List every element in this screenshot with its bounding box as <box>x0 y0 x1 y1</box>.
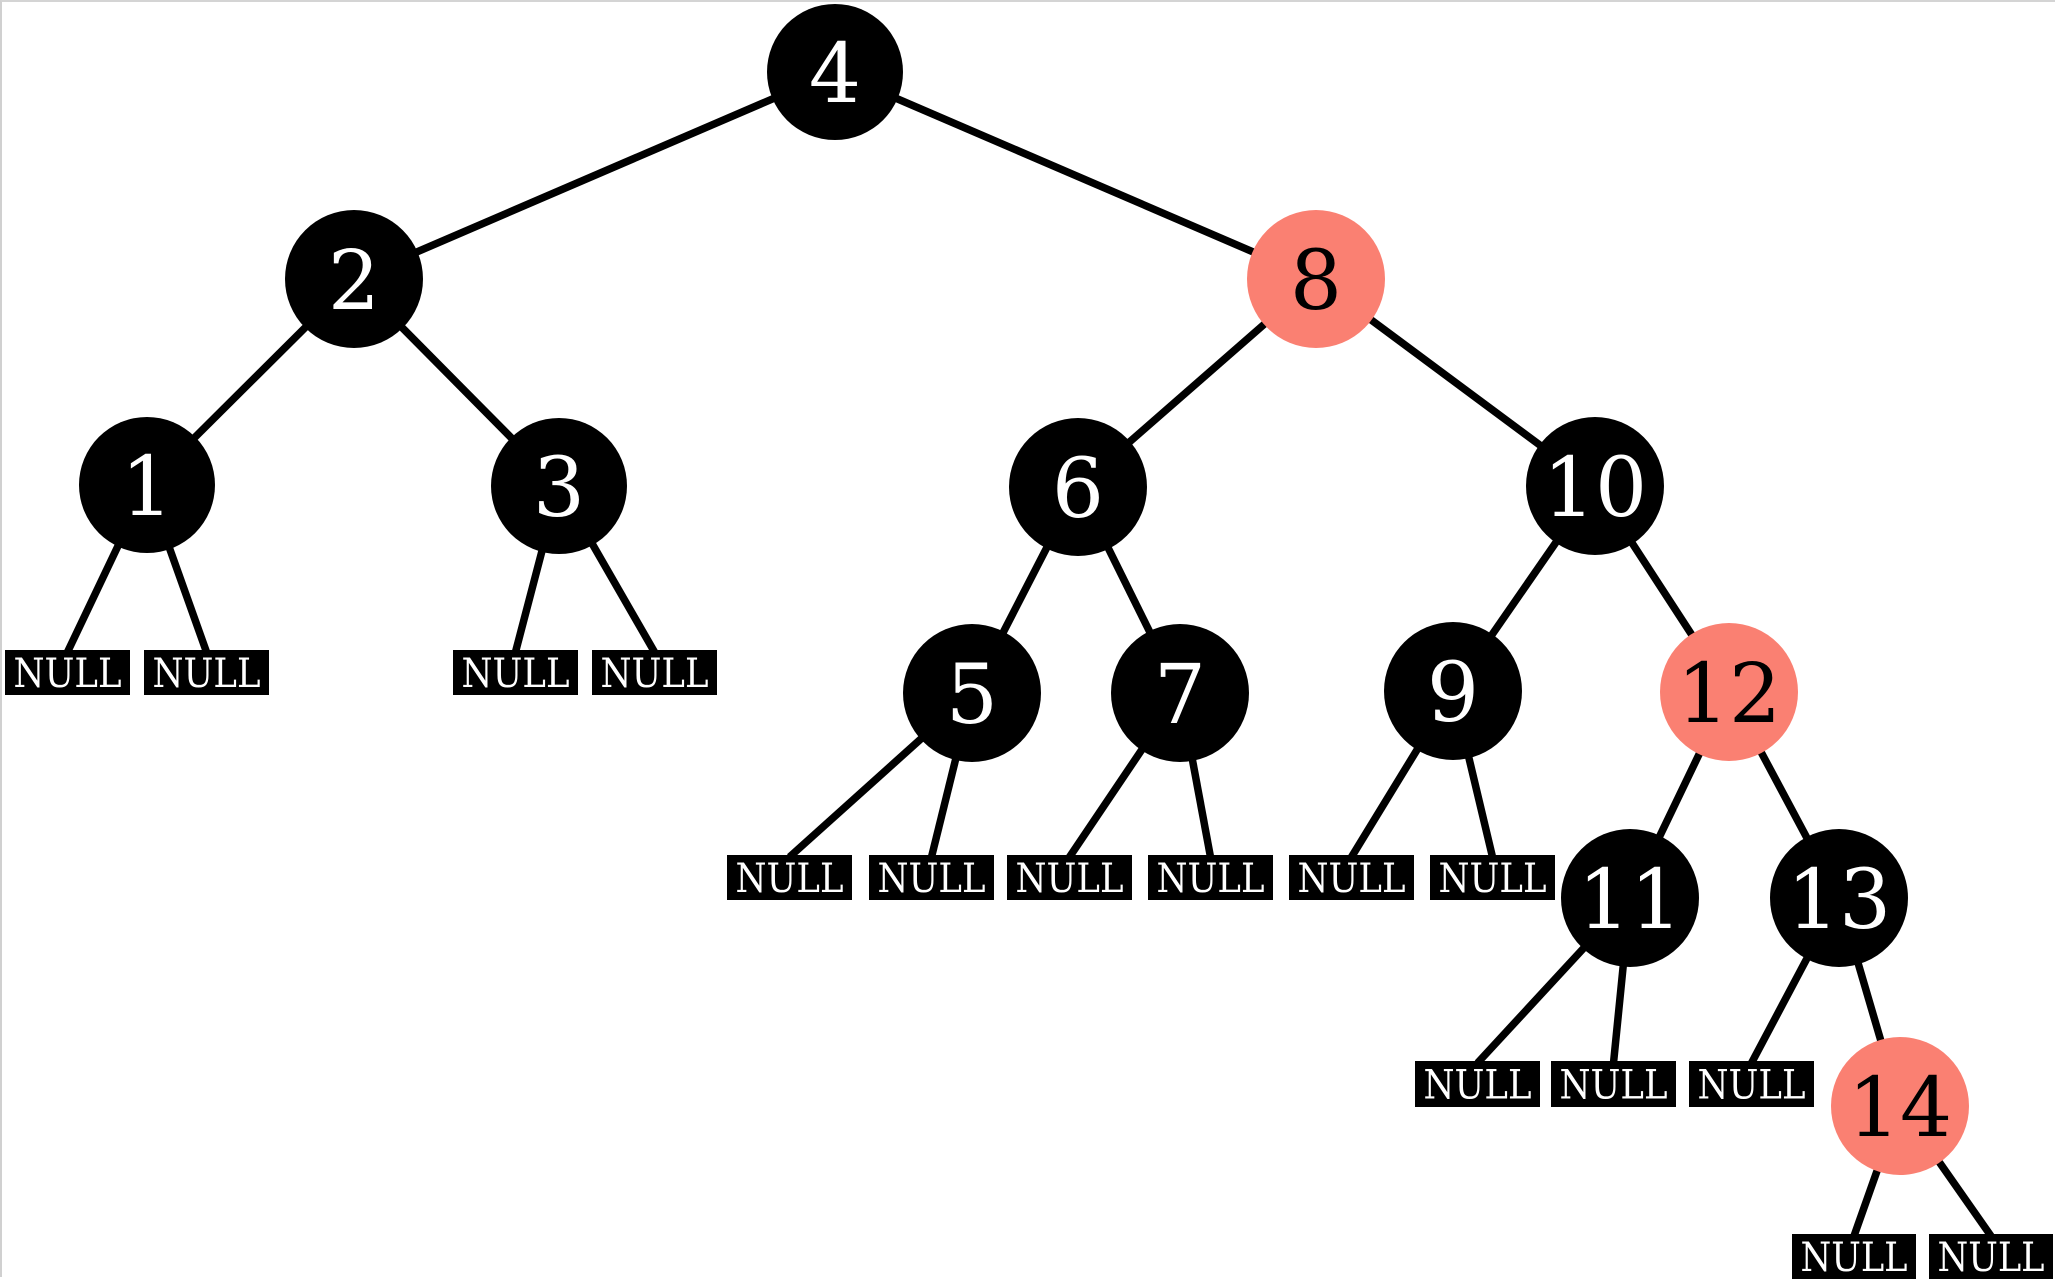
null-leaf-label-null-5R: NULL <box>878 856 986 902</box>
tree-node-label-10: 10 <box>1543 441 1647 536</box>
null-leaf-label-null-14R: NULL <box>1938 1235 2045 1279</box>
tree-node-label-12: 12 <box>1677 647 1781 742</box>
null-leaf-label-null-9R: NULL <box>1439 856 1547 902</box>
null-leaf-box-null-11L <box>1415 1061 1540 1107</box>
tree-node-label-8: 8 <box>1290 234 1342 329</box>
tree-node-label-2: 2 <box>328 234 380 329</box>
tree-node-12-red <box>1660 623 1798 761</box>
null-leaf-label-null-5L: NULL <box>736 856 844 902</box>
tree-node-label-6: 6 <box>1052 442 1104 537</box>
tree-node-label-13: 13 <box>1787 853 1891 948</box>
null-leaf-label-null-3L: NULL <box>462 651 570 697</box>
null-leaf-box-null-11R <box>1551 1061 1676 1107</box>
null-leaf-box-null-14L <box>1792 1234 1916 1279</box>
tree-edge-4-2 <box>352 68 837 283</box>
tree-node-label-3: 3 <box>533 441 585 536</box>
null-leaf-label-null-11R: NULL <box>1560 1063 1668 1109</box>
null-leaf-label-null-13L: NULL <box>1698 1063 1806 1109</box>
null-leaf-box-null-7L <box>1007 855 1132 900</box>
tree-node-9-black <box>1384 622 1522 760</box>
null-leaf-box-null-1L <box>5 650 130 695</box>
null-leaf-box-null-9R <box>1430 855 1555 900</box>
null-leaf-box-null-14R <box>1929 1234 2053 1279</box>
null-leaf-label-null-7R: NULL <box>1157 856 1265 902</box>
null-leaf-label-null-9L: NULL <box>1298 856 1406 902</box>
tree-node-label-1: 1 <box>121 440 173 535</box>
null-leaf-box-null-5R <box>869 855 994 900</box>
null-leaf-box-null-5L <box>727 855 852 900</box>
tree-node-7-black <box>1111 624 1249 762</box>
tree-node-label-5: 5 <box>946 648 998 743</box>
null-leaf-label-null-7L: NULL <box>1016 856 1124 902</box>
tree-node-10-black <box>1526 417 1664 555</box>
tree-node-11-black <box>1561 829 1699 967</box>
tree-node-label-9: 9 <box>1427 646 1479 741</box>
tree-node-13-black <box>1770 829 1908 967</box>
tree-node-5-black <box>903 624 1041 762</box>
null-leaf-box-null-1R <box>144 650 269 695</box>
null-leaf-box-null-9L <box>1289 855 1414 900</box>
tree-node-4-black <box>767 4 903 140</box>
null-leaf-label-null-11L: NULL <box>1424 1063 1532 1109</box>
tree-node-14-red <box>1831 1037 1969 1175</box>
null-leaf-box-null-3R <box>592 650 717 695</box>
null-leaf-label-null-1L: NULL <box>14 651 122 697</box>
null-leaf-box-null-13L <box>1689 1061 1814 1107</box>
tree-node-6-black <box>1009 418 1147 556</box>
tree-node-label-4: 4 <box>809 27 861 122</box>
tree-node-1-black <box>79 417 215 553</box>
tree-node-label-11: 11 <box>1578 853 1682 948</box>
tree-node-8-red <box>1247 210 1385 348</box>
null-leaf-label-null-3R: NULL <box>601 651 709 697</box>
tree-node-label-7: 7 <box>1154 648 1206 743</box>
tree-node-2-black <box>285 210 423 348</box>
tree-node-label-14: 14 <box>1848 1061 1952 1156</box>
null-leaf-box-null-3L <box>453 650 578 695</box>
null-leaf-label-null-1R: NULL <box>153 651 261 697</box>
tree-node-3-black <box>491 418 627 554</box>
null-leaf-box-null-7R <box>1148 855 1273 900</box>
tree-edge-4-8 <box>833 68 1318 283</box>
null-leaf-label-null-14L: NULL <box>1801 1235 1908 1279</box>
